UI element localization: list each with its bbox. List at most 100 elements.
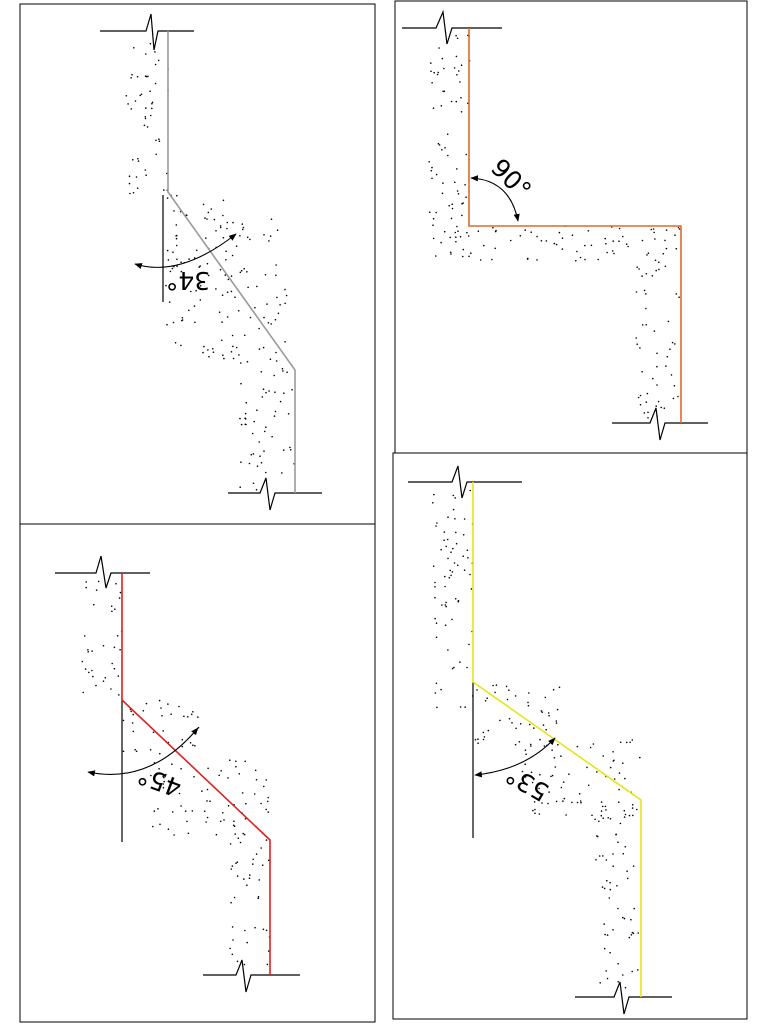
stipple-dot: [619, 822, 622, 825]
stipple-dot: [641, 239, 644, 242]
stipple-dot: [265, 808, 268, 811]
stipple-dot: [487, 729, 490, 732]
stipple-dot: [226, 227, 228, 230]
stipple-dot: [662, 252, 665, 255]
stipple-dot: [460, 111, 463, 113]
stipple-dot: [594, 818, 596, 821]
stipple-dot: [206, 218, 208, 220]
stipple-dot: [231, 865, 234, 867]
stipple-dot: [636, 808, 638, 811]
stipple-dot: [276, 296, 278, 299]
stipple-dot: [596, 771, 598, 773]
stipple-dot: [252, 482, 255, 485]
stipple-dot: [81, 660, 84, 663]
angle-arc: [134, 233, 237, 269]
soil-stipple: [81, 580, 271, 966]
panel-frame: [394, 0, 748, 454]
stipple-dot: [256, 465, 259, 468]
stipple-dot: [151, 101, 154, 104]
stipple-dot: [158, 138, 160, 140]
stipple-dot: [591, 814, 593, 817]
stipple-dot: [607, 817, 609, 819]
stipple-dot: [446, 133, 449, 135]
stipple-dot: [266, 963, 269, 966]
stipple-dot: [279, 400, 282, 403]
stipple-dot: [646, 392, 649, 395]
stipple-dot: [275, 360, 278, 362]
stipple-dot: [239, 486, 241, 489]
stipple-dot: [267, 322, 270, 324]
stipple-dot: [184, 810, 187, 812]
stipple-dot: [639, 756, 641, 759]
stipple-dot: [565, 814, 567, 816]
stipple-dot: [212, 348, 214, 350]
stipple-dot: [178, 705, 180, 708]
stipple-dot: [678, 228, 681, 230]
stipple-dot: [144, 116, 147, 118]
stipple-dot: [606, 251, 608, 254]
stipple-dot: [241, 223, 244, 225]
stipple-dot: [609, 818, 612, 820]
stipple-dot: [205, 237, 207, 239]
stipple-dot: [282, 370, 284, 372]
stipple-dot: [611, 250, 614, 252]
stipple-dot: [240, 362, 242, 364]
stipple-dot: [180, 344, 182, 347]
stipple-dot: [97, 580, 100, 583]
stipple-dot: [119, 591, 122, 594]
stipple-dot: [139, 94, 141, 97]
stipple-dot: [447, 154, 449, 157]
stipple-dot: [470, 588, 473, 590]
stipple-dot: [458, 70, 460, 72]
stipple-dot: [483, 736, 486, 738]
stipple-dot: [630, 934, 633, 936]
stipple-dot: [603, 887, 606, 890]
stipple-dot: [231, 926, 234, 928]
stipple-dot: [454, 181, 456, 184]
stipple-dot: [622, 916, 624, 919]
stipple-dot: [246, 271, 248, 273]
stipple-dot: [623, 809, 626, 812]
stipple-dot: [663, 407, 666, 410]
stipple-dot: [440, 688, 442, 691]
stipple-dot: [463, 518, 466, 520]
stipple-dot: [543, 745, 546, 747]
stipple-dot: [598, 820, 600, 823]
stipple-dot: [635, 291, 638, 293]
stipple-dot: [151, 102, 153, 105]
stipple-dot: [579, 256, 582, 259]
stipple-dot: [606, 879, 608, 882]
stipple-dot: [605, 243, 607, 245]
stipple-dot: [269, 235, 272, 237]
stipple-dot: [654, 238, 656, 240]
stipple-dot: [181, 738, 184, 741]
stipple-dot: [673, 385, 676, 387]
panel-top-right: 90°: [394, 0, 748, 454]
stipple-dot: [434, 692, 437, 694]
stipple-dot: [144, 169, 147, 171]
stipple-dot: [84, 668, 87, 670]
stipple-dot: [175, 235, 177, 237]
stipple-dot: [555, 800, 558, 803]
stipple-dot: [229, 759, 231, 761]
stipple-dot: [431, 82, 433, 84]
stipple-dot: [215, 833, 218, 836]
stipple-dot: [462, 202, 464, 204]
stipple-dot: [226, 291, 229, 294]
stipple-dot: [239, 417, 241, 420]
stipple-dot: [669, 348, 671, 351]
stipple-dot: [631, 807, 634, 809]
stipple-dot: [435, 636, 438, 639]
stipple-dot: [151, 107, 153, 110]
stipple-dot: [451, 207, 454, 210]
stipple-dot: [190, 713, 193, 716]
stipple-dot: [432, 217, 435, 220]
stipple-dot: [244, 412, 247, 415]
stipple-dot: [260, 802, 262, 805]
stipple-dot: [544, 696, 547, 699]
break-line-bottom: [203, 959, 300, 993]
stipple-dot: [263, 234, 265, 236]
stipple-dot: [440, 105, 443, 107]
stipple-dot: [267, 796, 270, 799]
stipple-dot: [542, 724, 545, 726]
